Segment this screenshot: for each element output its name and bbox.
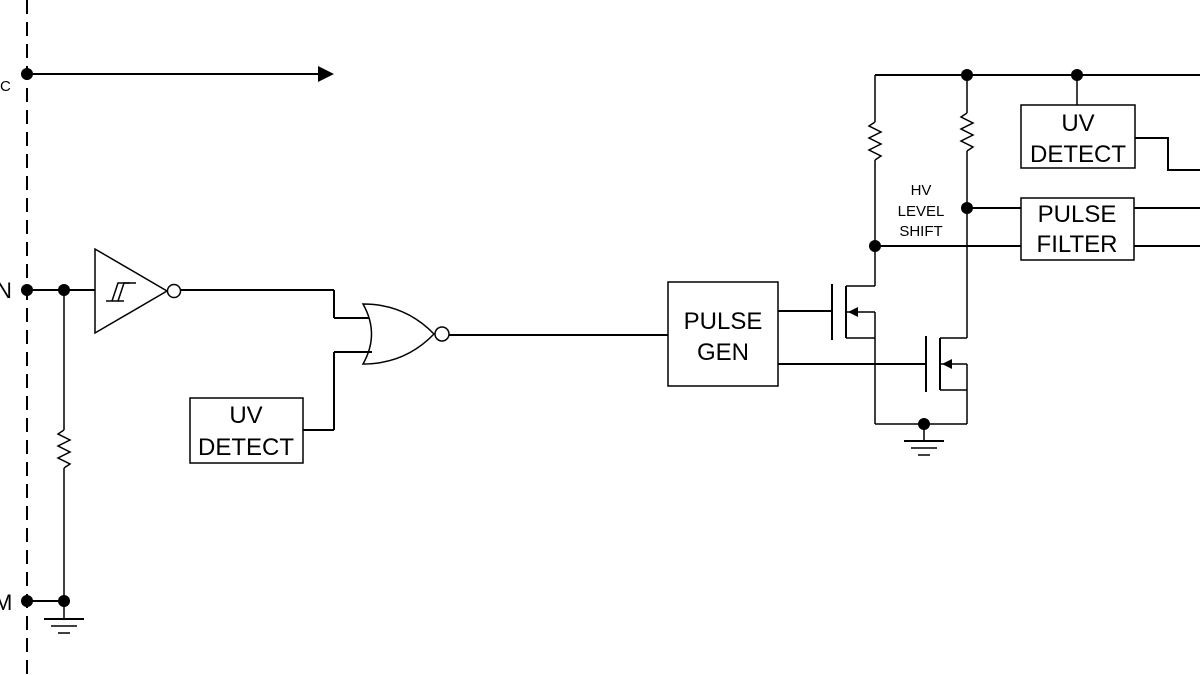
com-line (21, 595, 84, 634)
pulse-gen-line2: GEN (697, 339, 749, 366)
uv-detect-right-line1: UV (1061, 110, 1094, 137)
pin-label-in: N (0, 278, 12, 303)
pulse-filter-line1: PULSE (1038, 201, 1117, 228)
vcc-line (21, 66, 334, 82)
uv-detect-left-line1: UV (229, 402, 262, 429)
pin-label-com: M (0, 590, 12, 615)
pin-label-vcc: C (0, 78, 11, 95)
level-shift-branch-1 (831, 75, 1021, 424)
pulldown-resistor (56, 429, 72, 469)
in-line (21, 284, 95, 601)
hv-level-shift-line3: SHIFT (899, 223, 942, 240)
vb-rail (875, 69, 1200, 81)
nor-gate (361, 303, 668, 365)
hv-level-shift-line2: LEVEL (898, 203, 945, 220)
pulse-gen-line1: PULSE (684, 308, 763, 335)
pulse-gen-block: PULSE GEN (667, 281, 926, 387)
uv-detect-right-block: UV DETECT (1020, 75, 1200, 171)
pulse-filter-line2: FILTER (1037, 231, 1118, 258)
schmitt-trigger-buffer (94, 247, 372, 335)
level-shift-branch-2 (925, 75, 1021, 424)
hv-level-shift-line1: HV (911, 182, 932, 199)
uv-detect-right-line2: DETECT (1030, 141, 1126, 168)
level-shift-resistor-2 (959, 112, 975, 152)
uv-detect-left-block: UV DETECT (189, 351, 372, 464)
level-shift-ground (875, 418, 967, 456)
uv-detect-left-line2: DETECT (198, 434, 294, 461)
pulse-filter-block: PULSE FILTER (1020, 197, 1200, 261)
level-shift-resistor-1 (867, 121, 883, 161)
